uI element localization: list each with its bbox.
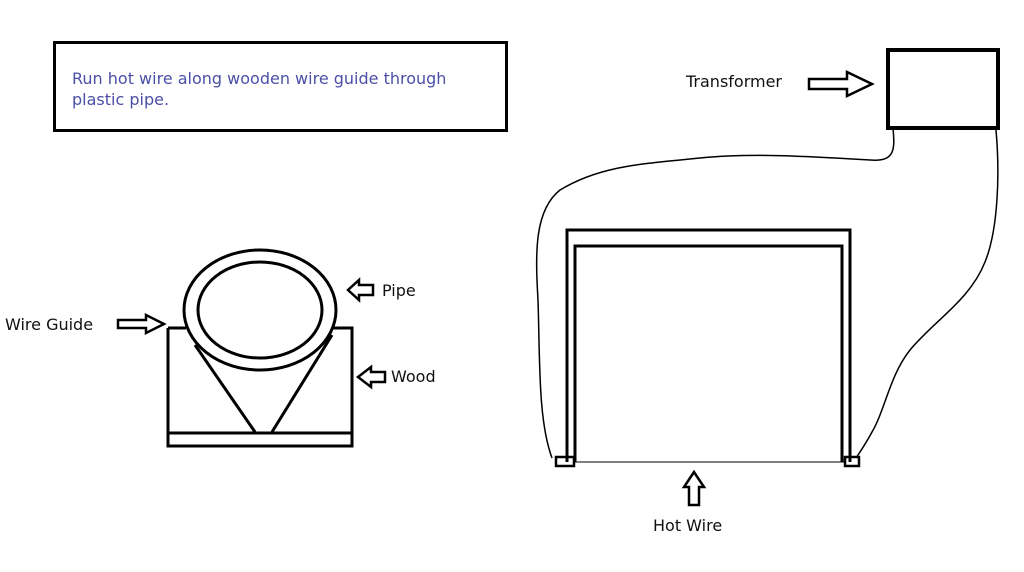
instruction-note-box: Run hot wire along wooden wire guide thr… bbox=[53, 41, 508, 132]
instruction-note-text: Run hot wire along wooden wire guide thr… bbox=[72, 69, 447, 109]
wire-guide-label: Wire Guide bbox=[5, 315, 94, 334]
arrow-transformer-icon bbox=[807, 70, 875, 98]
pipe-label: Pipe bbox=[382, 281, 416, 300]
arrow-pipe-icon bbox=[346, 277, 375, 303]
wire-guide-left bbox=[193, 344, 257, 433]
frame-outer bbox=[565, 228, 852, 462]
transformer-box bbox=[886, 48, 1000, 130]
arrow-hot-wire-icon bbox=[681, 469, 707, 507]
pipe-outer bbox=[182, 248, 338, 372]
pipe-assembly bbox=[166, 248, 354, 448]
wood-block bbox=[166, 326, 354, 448]
transformer-label: Transformer bbox=[686, 72, 783, 91]
arrow-wire-guide-icon bbox=[116, 312, 167, 336]
hot-wire-label: Hot Wire bbox=[653, 516, 723, 535]
wire-right-lead bbox=[855, 129, 999, 459]
wire-left-lead bbox=[535, 127, 895, 459]
wood-label: Wood bbox=[391, 367, 436, 386]
frame-foot-left bbox=[554, 455, 576, 468]
frame-inner bbox=[573, 244, 844, 462]
cutter-frame bbox=[554, 228, 861, 468]
pipe-inner bbox=[196, 260, 324, 360]
frame-foot-right bbox=[843, 455, 861, 468]
wire-guide-right bbox=[270, 334, 334, 433]
arrow-wood-icon bbox=[355, 364, 387, 390]
